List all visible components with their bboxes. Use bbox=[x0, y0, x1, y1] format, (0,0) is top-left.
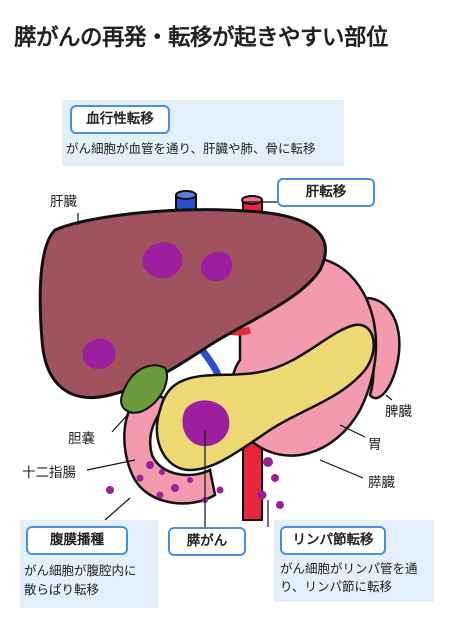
label-liver: 肝臓 bbox=[50, 194, 77, 210]
peritoneal-desc-line1: がん細胞が腹腔内に bbox=[24, 563, 137, 578]
leader-line bbox=[111, 411, 131, 433]
peritoneal-dots bbox=[106, 461, 224, 503]
hematogenous-metastasis-desc: がん細胞が血管を通り、肝臓や肺、骨に転移 bbox=[66, 141, 316, 156]
callout-hematogenous: 血行性転移 がん細胞が血管を通り、肝臓や肺、骨に転移 bbox=[62, 100, 344, 166]
pancreatic-cancer-badge: 膵がん bbox=[168, 527, 246, 556]
leader-line bbox=[86, 459, 136, 471]
callout-lymph: リンパ節転移 がん細胞がリンパ管を通 り、リンパ節に転移 bbox=[274, 520, 434, 602]
peritoneal-dot bbox=[171, 484, 179, 492]
leader-line bbox=[104, 497, 131, 521]
liver-tumor bbox=[200, 251, 233, 282]
leader-line bbox=[385, 394, 393, 401]
pancreatic-tumor bbox=[182, 400, 230, 447]
lymph-node bbox=[271, 474, 279, 482]
lymph-node bbox=[276, 501, 284, 509]
peritoneal-dot bbox=[216, 486, 224, 494]
lymph-desc-line2: り、リンパ節に転移 bbox=[280, 579, 393, 594]
peritoneal-dot bbox=[106, 486, 114, 494]
liver-metastasis-badge: 肝転移 bbox=[277, 178, 375, 207]
page-title: 膵がんの再発・転移が起きやすい部位 bbox=[14, 25, 389, 51]
leader-line bbox=[319, 459, 364, 479]
lymph-desc-line1: がん細胞がリンパ管を通 bbox=[280, 561, 418, 576]
label-spleen: 脾臓 bbox=[385, 404, 412, 420]
peritoneal-desc-line2: 散らばり転移 bbox=[24, 582, 100, 597]
callout-peritoneal: 腹膜播種 がん細胞が腹腔内に 散らばり転移 bbox=[20, 520, 158, 608]
duodenum bbox=[123, 388, 217, 505]
peritoneal-dot bbox=[159, 469, 165, 475]
aorta-top bbox=[241, 195, 263, 205]
peritoneal-dot bbox=[136, 474, 144, 482]
leader-line bbox=[339, 424, 366, 438]
lymph-node bbox=[257, 490, 267, 500]
label-stomach: 胃 bbox=[368, 437, 382, 453]
lymph-nodes bbox=[257, 457, 284, 509]
peritoneal-dot bbox=[156, 491, 164, 499]
lymph-node-metastasis-badge: リンパ節転移 bbox=[280, 526, 386, 555]
label-pancreas: 膵臓 bbox=[368, 475, 395, 491]
gallbladder bbox=[120, 364, 168, 414]
label-gallbladder: 胆嚢 bbox=[68, 431, 95, 447]
peritoneal-dot bbox=[146, 461, 154, 469]
vena-cava-top bbox=[175, 190, 197, 200]
label-duodenum: 十二指腸 bbox=[22, 465, 76, 481]
peritoneal-dissemination-badge: 腹膜播種 bbox=[26, 526, 128, 555]
liver-tumor bbox=[82, 338, 116, 370]
lymph-node bbox=[263, 457, 273, 467]
hematogenous-metastasis-badge: 血行性転移 bbox=[70, 105, 170, 134]
peritoneal-dot bbox=[187, 477, 193, 483]
liver-tumor bbox=[142, 242, 183, 279]
